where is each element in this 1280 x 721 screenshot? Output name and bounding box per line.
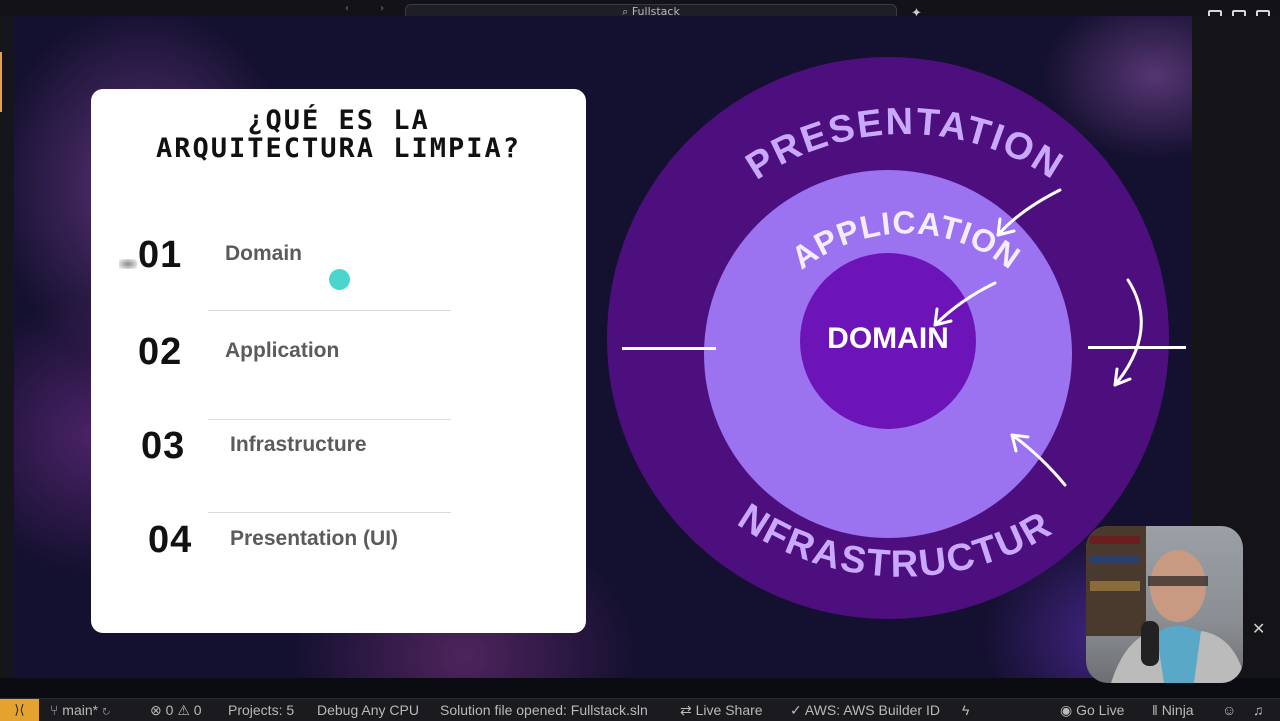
debug-config[interactable]: Debug Any CPU (317, 702, 419, 718)
arrow-right-curve (1113, 278, 1143, 387)
problems-count: 0 (165, 702, 174, 718)
warnings-count: 0 (193, 702, 202, 718)
search-icon: ⌕ (622, 5, 632, 18)
application-label: APPLICATION (785, 204, 1028, 276)
divider (208, 419, 451, 420)
slide-card: ¿QUÉ ES LA ARQUITECTURA LIMPIA? 01 Domai… (91, 89, 586, 633)
problems-indicator[interactable]: ⊗ 0 ⚠ 0 (150, 702, 202, 719)
list-item: 04 Presentation (UI) (91, 519, 586, 569)
projects-status[interactable]: Projects: 5 (228, 702, 295, 718)
infrastructure-label-text: INFRASTRUCTURE (0, 0, 1058, 586)
live-share-icon: ⇄ (680, 702, 696, 718)
item-label: Domain (225, 242, 303, 265)
slide-title: ¿QUÉ ES LA ARQUITECTURA LIMPIA? (91, 107, 586, 163)
item-number: 02 (138, 331, 183, 373)
item-label: Application (225, 339, 340, 362)
nav-arrows[interactable]: ‹ › (345, 3, 399, 14)
presenter-image (1086, 526, 1243, 683)
go-live-button[interactable]: ◉ Go Live (1060, 702, 1124, 719)
arrows (933, 188, 1143, 487)
list-item: 02 Application (91, 331, 586, 381)
ninja-label: Ninja (1161, 702, 1194, 718)
cursor-smudge (119, 259, 137, 269)
aws-status[interactable]: ✓ AWS: AWS Builder ID (790, 702, 940, 719)
divider-line-left (622, 347, 716, 350)
go-live-label: Go Live (1076, 702, 1125, 718)
infrastructure-label: INFRASTRUCTURE (0, 0, 1058, 586)
close-icon[interactable]: ✕ (1252, 619, 1266, 638)
item-number: 03 (141, 425, 186, 467)
slide-title-line2: ARQUITECTURA LIMPIA? (155, 133, 522, 164)
arrow-presentation-to-application (996, 188, 1062, 237)
item-number: 04 (148, 519, 193, 561)
domain-label: DOMAIN (827, 322, 949, 355)
lightning-icon[interactable]: ϟ (962, 702, 970, 718)
copilot-icon[interactable]: ✦ (911, 6, 922, 21)
sync-icon: ↻ (101, 702, 111, 718)
search-text: Fullstack (631, 5, 680, 18)
aws-label: AWS: AWS Builder ID (804, 702, 940, 718)
domain-core (800, 253, 976, 429)
broadcast-icon: ◉ (1060, 702, 1077, 718)
ninja-icon: ‖ (1152, 702, 1162, 718)
item-label: Presentation (UI) (230, 527, 399, 550)
live-share-label: Live Share (695, 702, 763, 718)
list-item: 01 Domain (91, 234, 586, 284)
divider (208, 310, 451, 311)
item-label: Infrastructure (230, 433, 367, 456)
git-branch[interactable]: ⑂ main* ↻ (50, 702, 110, 718)
active-indicator (0, 52, 2, 112)
presentation-label: PRESENTATION (739, 101, 1071, 188)
webcam-overlay (1086, 526, 1243, 683)
application-label-text: APPLICATION (785, 204, 1027, 276)
check-icon: ✓ (790, 702, 805, 718)
live-share-button[interactable]: ⇄ Live Share (680, 702, 763, 719)
branch-icon: ⑂ (50, 702, 63, 718)
warning-icon: ⚠ (177, 702, 194, 718)
remote-icon[interactable]: ⟩⟨ (0, 699, 39, 721)
arrow-infrastructure-to-application (1010, 433, 1067, 487)
item-number: 01 (138, 234, 183, 276)
copilot-status-icon[interactable]: ☺ (1222, 702, 1237, 718)
arrow-application-to-domain (933, 281, 997, 327)
divider (208, 512, 451, 513)
error-icon: ⊗ (150, 702, 166, 718)
branch-label: main* (62, 702, 99, 718)
solution-status[interactable]: Solution file opened: Fullstack.sln (440, 702, 648, 718)
slide-title-line1: ¿QUÉ ES LA (247, 105, 430, 136)
bell-icon[interactable]: ♫ (1253, 702, 1264, 718)
presentation-label-text: PRESENTATION (739, 101, 1069, 188)
ninja-status[interactable]: ‖ Ninja (1152, 702, 1194, 718)
list-item: 03 Infrastructure (91, 425, 586, 475)
status-bar: ⟩⟨ ⑂ main* ↻ ⊗ 0 ⚠ 0 Projects: 5 Debug A… (0, 698, 1280, 721)
pointer-cursor (329, 269, 350, 290)
